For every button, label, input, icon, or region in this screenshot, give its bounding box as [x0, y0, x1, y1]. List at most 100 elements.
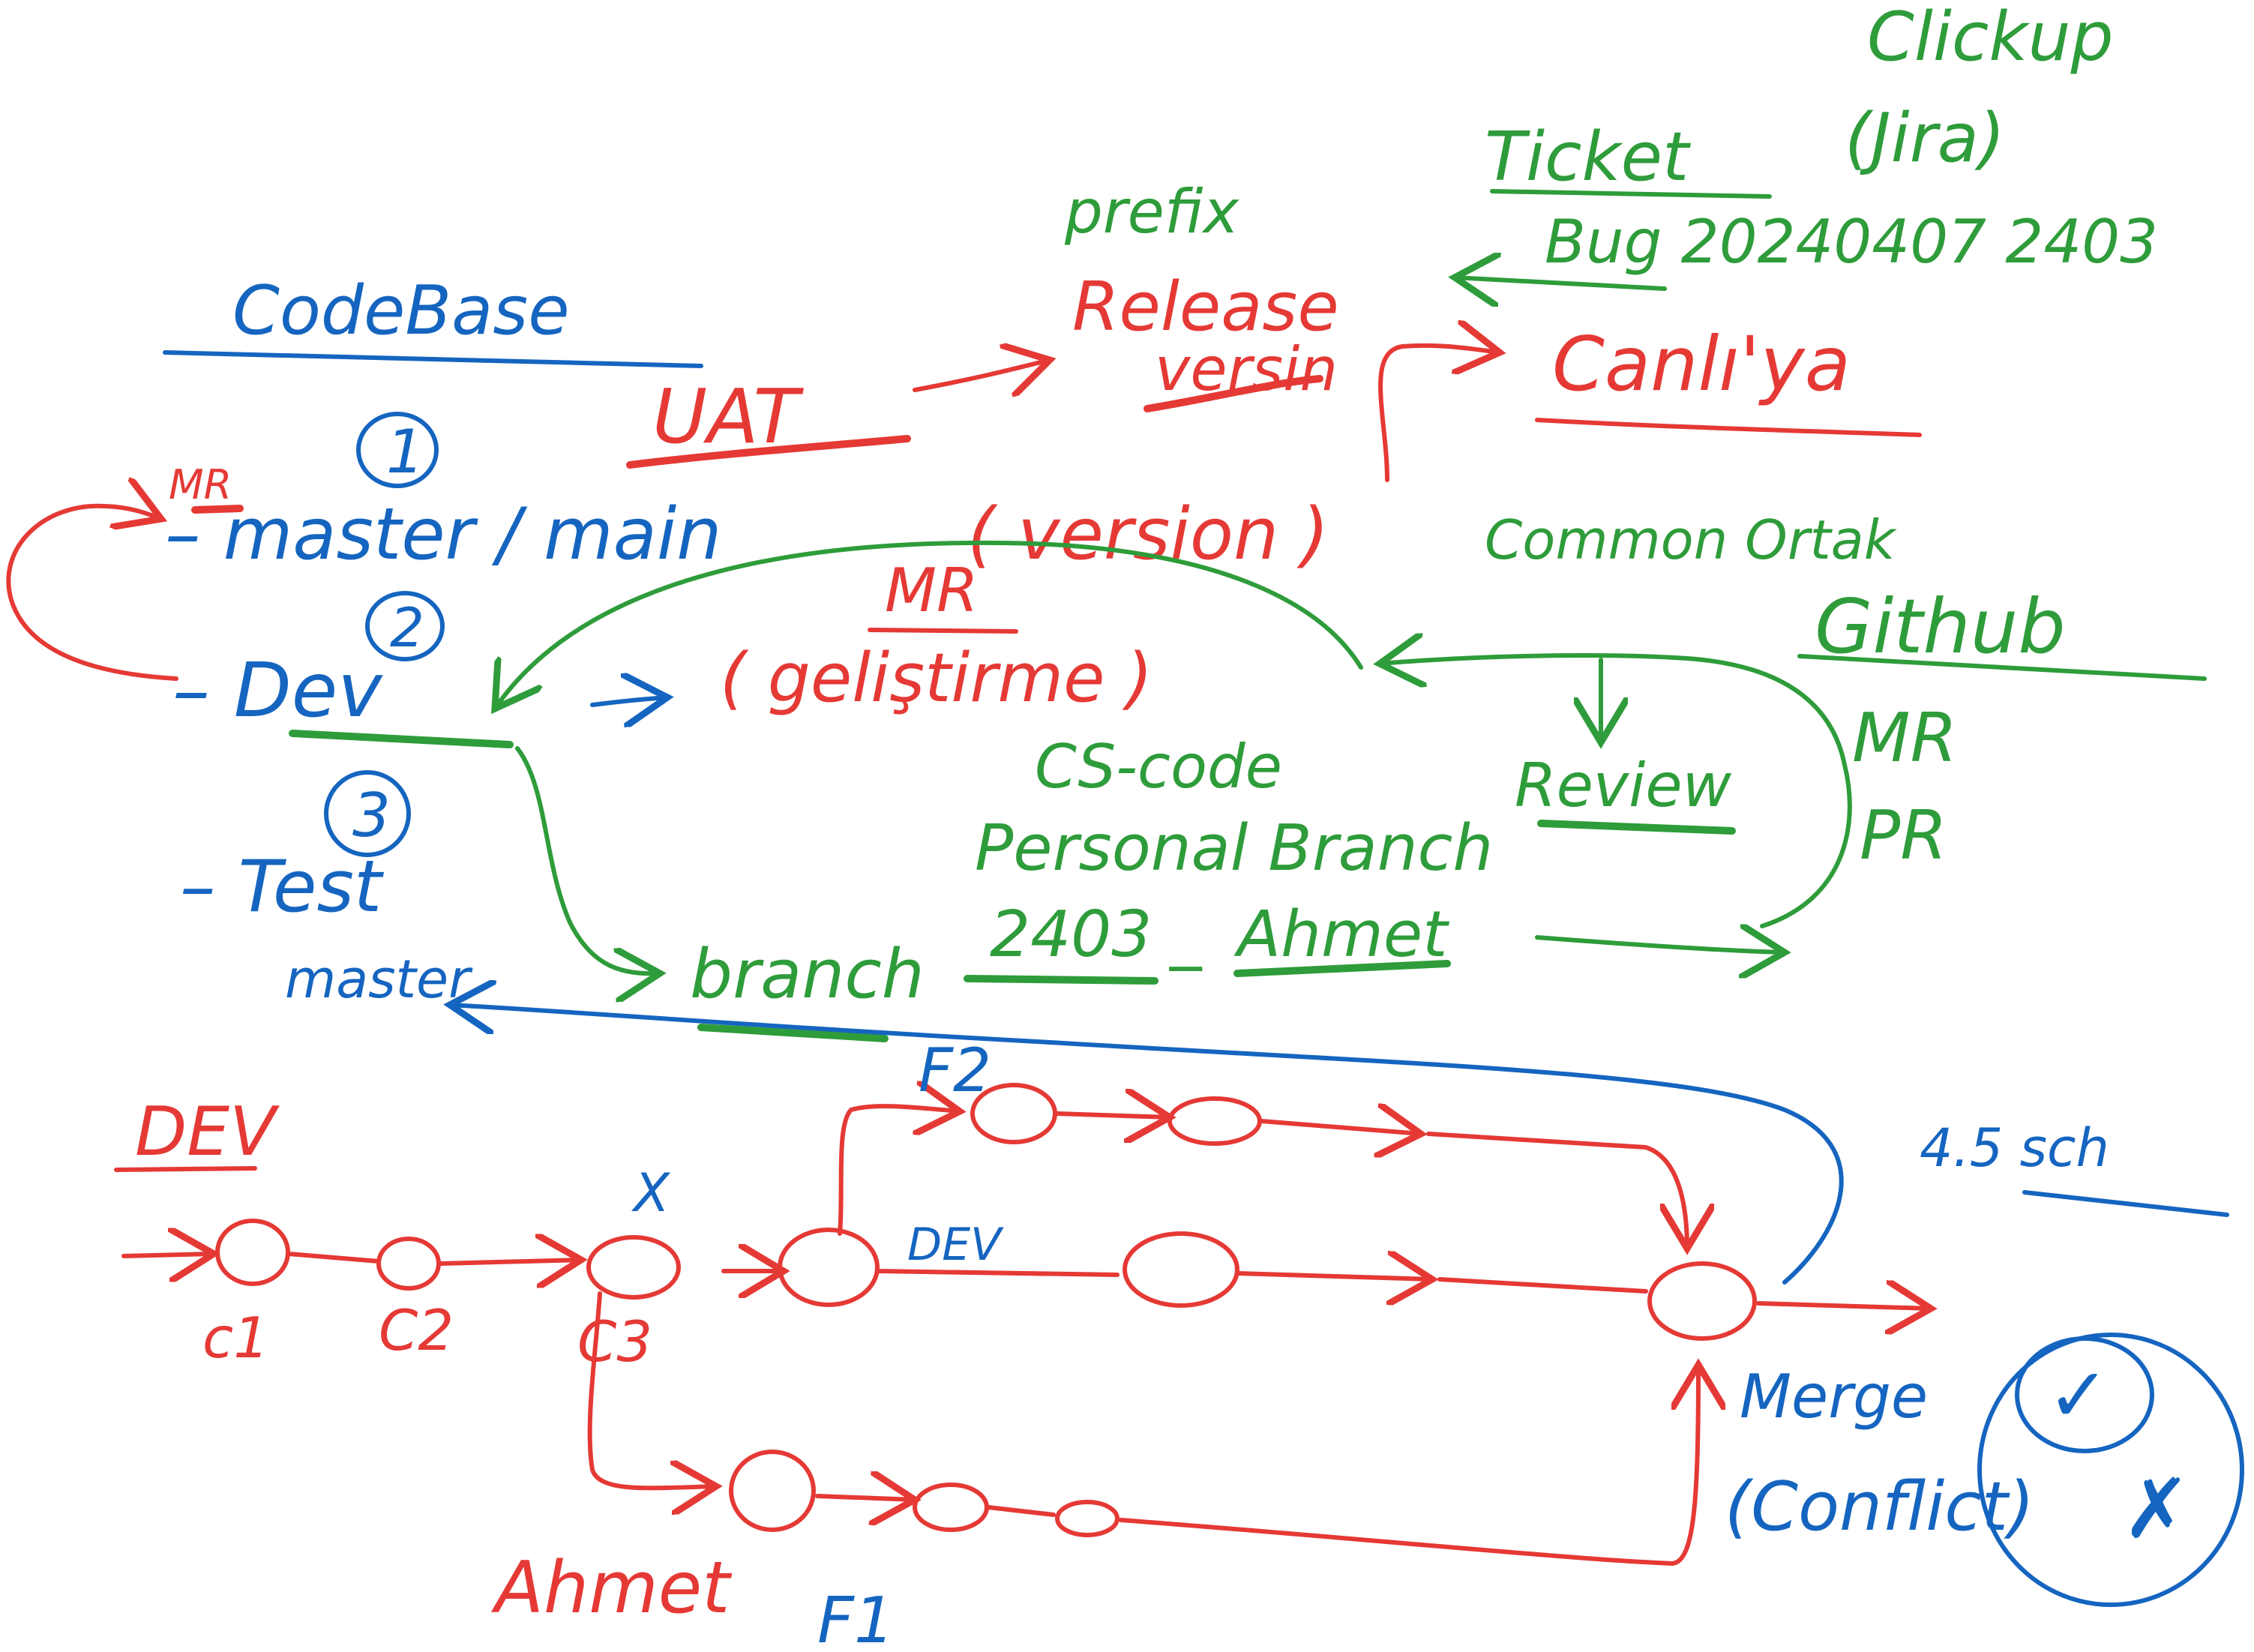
- mr-right-label: MR: [1852, 699, 1957, 778]
- dev-commit-5-to-merge-arrow: [1235, 1273, 1432, 1279]
- branch-label: branch: [690, 935, 925, 1014]
- version-45-underline: [2022, 1190, 2229, 1217]
- personal-branch-label: Personal Branch: [975, 811, 1493, 886]
- canliya-label: Canlı'ya: [1552, 320, 1851, 408]
- step-3-circle: [324, 770, 411, 857]
- commit-c3[interactable]: [586, 1235, 681, 1300]
- canliya-underline: [1535, 418, 1922, 437]
- ticket-back-arrow: [1455, 277, 1667, 289]
- resolution-circle: [1977, 1333, 2244, 1607]
- branch-name-user: Ahmet: [1233, 898, 1449, 972]
- c3-label: C3: [577, 1309, 652, 1375]
- master-main-label: – master / main: [165, 493, 721, 576]
- dev-flow-underline: [114, 1166, 257, 1172]
- dev-to-branch-arrow: [515, 746, 660, 973]
- test-label: – Test: [180, 846, 385, 928]
- ahmet-label: Ahmet: [490, 1547, 733, 1630]
- ticket-label: Ticket: [1485, 118, 1692, 196]
- dev-underline: [289, 730, 514, 748]
- f2-2-to-3-arrow: [1259, 1121, 1421, 1134]
- commit-c1[interactable]: [215, 1219, 290, 1286]
- f1-commit-3[interactable]: [1055, 1500, 1120, 1537]
- f1-2-to-3-line: [986, 1505, 1056, 1517]
- f2-to-merge-arrow: [1426, 1132, 1687, 1249]
- dev-commit-4[interactable]: [778, 1228, 880, 1307]
- merge-out-arrow: [1756, 1303, 1931, 1309]
- yes-mark: ✓: [2047, 1351, 2110, 1439]
- f2-1-to-2-arrow: [1055, 1114, 1170, 1117]
- f1-commit-1[interactable]: [729, 1450, 816, 1532]
- f1-label: F1: [817, 1584, 895, 1652]
- merge-to-master-arrow: [450, 1005, 1844, 1285]
- version-to-canliya-arrow: [1378, 346, 1500, 482]
- merge-line: [1437, 1277, 1648, 1294]
- branch-to-github-arrow: [1535, 937, 1785, 952]
- pr-right-label: PR: [1860, 796, 1947, 875]
- dev-to-gelistirme-arrow: [590, 697, 667, 705]
- c1-label: c1: [202, 1305, 269, 1371]
- clickup-label: Clickup: [1867, 0, 2114, 76]
- c2-to-c3-arrow: [439, 1260, 581, 1264]
- dev-entry-arrow: [121, 1254, 214, 1256]
- dev-commit-5[interactable]: [1123, 1231, 1239, 1308]
- dev-inline-label: DEV: [907, 1219, 1004, 1271]
- no-mark: ✗: [2122, 1461, 2191, 1557]
- resolution-inner-circle: [2015, 1336, 2154, 1453]
- dev-flow-label: DEV: [135, 1093, 280, 1171]
- codebase-underline: [163, 350, 703, 368]
- branch-name-separator: _: [1169, 898, 1203, 972]
- commit-c2[interactable]: [376, 1237, 441, 1291]
- gelistirme-label: ( geliştirme ): [720, 639, 1152, 718]
- codebase-label: CodeBase: [232, 271, 570, 350]
- f1-to-merge-arrow: [1119, 1365, 1698, 1566]
- uat-label: UAT: [652, 373, 804, 460]
- github-underline: [1797, 654, 2207, 681]
- step-1-circle: [356, 412, 439, 488]
- ticket-underline: [1490, 189, 1772, 199]
- common-label: Common Ortak: [1485, 508, 1898, 571]
- mr-small-underline: [191, 505, 244, 514]
- review-underline: [1537, 820, 1736, 835]
- master-lower-label: master: [285, 949, 473, 1010]
- branch-underline: [697, 1024, 889, 1042]
- release-label: Release: [1072, 268, 1339, 346]
- f1-1-to-2-arrow: [815, 1496, 915, 1500]
- branch-name-number-underline: [964, 975, 1158, 985]
- f2-label: F2: [919, 1036, 991, 1105]
- version-paren-label: ( version ): [967, 493, 1329, 576]
- release-underline: [1143, 375, 1323, 412]
- merge-commit[interactable]: [1647, 1261, 1757, 1341]
- branch-name-user-underline: [1233, 960, 1451, 977]
- branch-name-number: 2403: [990, 898, 1152, 972]
- mr-mid-label: MR: [885, 556, 979, 625]
- github-label: Github: [1815, 583, 2066, 670]
- c1-to-c2-line: [286, 1252, 381, 1264]
- common-to-dev-arrow: [495, 540, 1363, 709]
- f2-branch-line: [838, 1106, 960, 1236]
- github-to-common-arrow: [1380, 655, 1852, 928]
- review-label: Review: [1515, 751, 1732, 820]
- dev-label: – Dev: [172, 646, 383, 734]
- f2-commit-2[interactable]: [1167, 1096, 1262, 1146]
- step-1-number: 1: [386, 417, 424, 487]
- uat-to-release-arrow: [913, 360, 1050, 390]
- x-mark: X: [631, 1162, 671, 1224]
- f1-commit-2[interactable]: [913, 1483, 989, 1532]
- f1-branch-line: [587, 1291, 716, 1488]
- dev-commit-4-to-5-line: [875, 1269, 1120, 1277]
- mr-small-label: MR: [169, 461, 232, 508]
- conflict-label: (Conflict): [1725, 1468, 2034, 1546]
- c2-label: C2: [379, 1297, 454, 1363]
- step-2-circle: [365, 591, 445, 661]
- mr-mid-underline: [868, 628, 1018, 634]
- merge-label: Merge: [1740, 1362, 1928, 1432]
- step-2-number: 2: [390, 596, 424, 659]
- ticket-id: Bug 20240407 2403: [1545, 207, 2158, 277]
- jira-label: (Jira): [1845, 99, 2005, 178]
- f2-commit-1[interactable]: [970, 1083, 1057, 1144]
- uat-underline: [626, 435, 911, 469]
- cs-code-label: CS-code: [1035, 732, 1282, 802]
- version-45-label: 4.5 sch: [1920, 1117, 2109, 1179]
- step-3-number: 3: [352, 781, 391, 850]
